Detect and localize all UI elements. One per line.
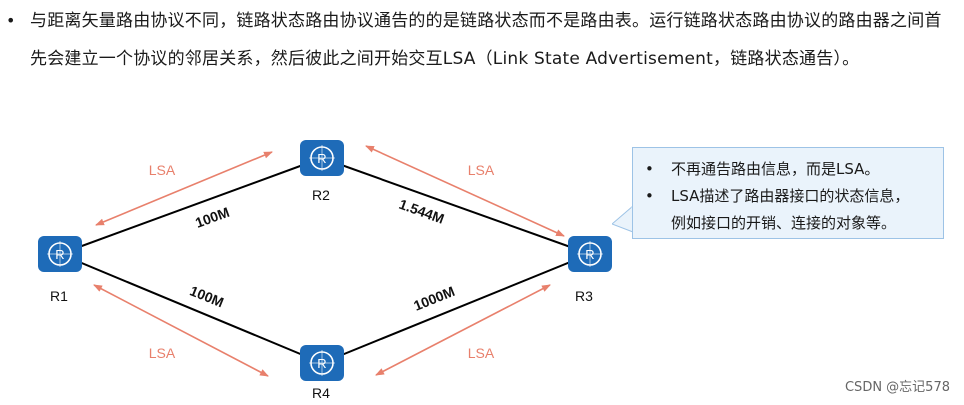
info-callout: • 不再通告路由信息，而是LSA。 • LSA描述了路由器接口的状态信息， 例如… <box>632 147 944 239</box>
router-r2[interactable]: R <box>300 140 344 176</box>
callout-item-continuation: 例如接口的开销、连接的对象等。 <box>645 210 935 237</box>
link-label-r1-r4: 100M <box>188 282 226 310</box>
callout-item: • 不再通告路由信息，而是LSA。 <box>645 156 935 183</box>
intro-text: 与距离矢量路由协议不同，链路状态路由协议通告的的是链路状态而不是路由表。运行链路… <box>30 11 942 69</box>
callout-bullet: • <box>645 187 654 205</box>
router-r3[interactable]: R <box>568 236 612 272</box>
lsa-arrow-top-right <box>365 145 565 237</box>
link-r1-r2 <box>59 157 323 255</box>
router-label-r1: R1 <box>50 288 68 304</box>
callout-bullet: • <box>645 160 654 178</box>
watermark: CSDN @忘记578 <box>844 380 950 395</box>
lsa-label-bottom-right: LSA <box>468 345 495 361</box>
lsa-label-top-right: LSA <box>468 162 495 178</box>
router-icon: R <box>300 345 344 381</box>
lsa-label-bottom-left: LSA <box>149 345 176 361</box>
router-label-r2: R2 <box>312 187 330 203</box>
svg-text:R: R <box>585 247 594 262</box>
svg-text:R: R <box>317 151 326 166</box>
lsa-arrow-bottom-left <box>93 284 269 377</box>
link-label-r4-r3: 1000M <box>411 283 457 314</box>
router-label-r3: R3 <box>575 288 593 304</box>
callout-item-text: 例如接口的开销、连接的对象等。 <box>671 214 897 232</box>
link-r1-r4 <box>59 253 323 364</box>
callout-indent <box>645 210 671 237</box>
router-icon: R <box>300 140 344 176</box>
intro-bullet: • <box>6 11 16 30</box>
router-icon: R <box>38 236 82 272</box>
router-r1[interactable]: R <box>38 236 82 272</box>
link-label-r1-r2: 100M <box>193 204 231 231</box>
router-r4[interactable]: R <box>300 345 344 381</box>
router-icon: R <box>568 236 612 272</box>
svg-text:R: R <box>55 247 64 262</box>
lsa-arrow-top-left <box>95 151 273 226</box>
router-label-r4: R4 <box>312 385 330 401</box>
link-r2-r3 <box>321 157 591 255</box>
lsa-arrow-bottom-right <box>375 284 551 376</box>
callout-item-text: 不再通告路由信息，而是LSA。 <box>671 160 880 178</box>
callout-item-text: LSA描述了路由器接口的状态信息， <box>671 187 910 205</box>
intro-paragraph: • 与距离矢量路由协议不同，链路状态路由协议通告的的是链路状态而不是路由表。运行… <box>6 2 958 78</box>
link-r4-r3 <box>321 253 591 364</box>
svg-text:R: R <box>317 356 326 371</box>
lsa-label-top-left: LSA <box>149 162 176 178</box>
callout-item: • LSA描述了路由器接口的状态信息， <box>645 183 935 210</box>
